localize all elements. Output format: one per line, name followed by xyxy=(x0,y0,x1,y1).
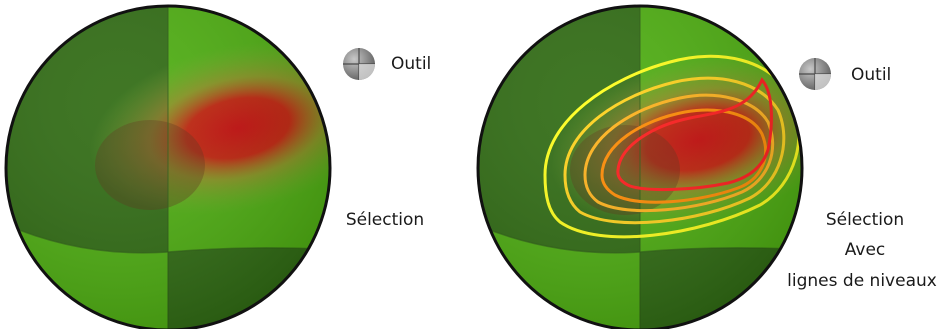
sphere-left-outline xyxy=(4,4,332,329)
tool-label-left: Outil xyxy=(391,54,431,74)
sphere-right xyxy=(478,6,802,329)
selection-label-right-line-3: lignes de niveaux xyxy=(787,271,937,291)
sphere-left xyxy=(6,6,330,329)
gray-sphere-icon xyxy=(799,58,831,90)
gray-sphere-icon xyxy=(343,48,375,80)
selection-label-right-line-1: Sélection xyxy=(826,210,904,230)
selection-label-right-line-2: Avec xyxy=(845,240,886,260)
tool-label-right: Outil xyxy=(851,65,891,85)
sphere-right-outline xyxy=(476,4,804,329)
selection-label-left: Sélection xyxy=(346,210,424,230)
